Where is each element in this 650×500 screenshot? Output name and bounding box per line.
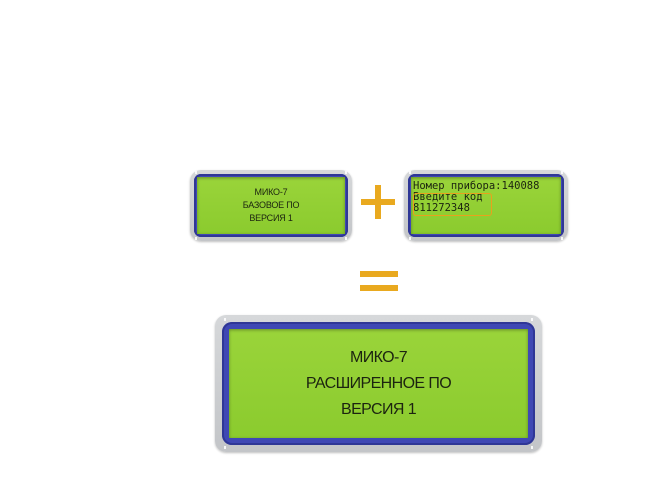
pin-dot: [409, 237, 411, 240]
pin-dot: [409, 171, 411, 174]
pin-dot: [531, 318, 533, 321]
code-prompt: Введите код: [413, 191, 483, 203]
lcd-code-entry: Номер прибора:140088 Введите код 8112723…: [404, 170, 568, 241]
lcd-line-version: ВЕРСИЯ 1: [341, 400, 417, 418]
pin-dot: [345, 237, 347, 240]
lcd-extended-firmware: МИКО-7 РАСШИРЕННОЕ ПО ВЕРСИЯ 1: [215, 315, 542, 452]
lcd-screen: МИКО-7 БАЗОВОЕ ПО ВЕРСИЯ 1: [197, 177, 345, 234]
pin-dot: [531, 446, 533, 449]
lcd-line-model: МИКО-7: [349, 348, 408, 366]
activation-code: 811272348: [413, 202, 470, 214]
device-number-line: Номер прибора:140088: [413, 180, 540, 192]
pin-dot: [224, 446, 226, 449]
plus-icon: [361, 185, 395, 219]
equals-icon: [360, 271, 398, 295]
lcd-line-firmware: БАЗОВОЕ ПО: [242, 200, 300, 210]
code-highlight-box: [413, 193, 492, 216]
pin-dot: [345, 171, 347, 174]
lcd-line-firmware: РАСШИРЕННОЕ ПО: [305, 374, 452, 392]
lcd-line-model: МИКО-7: [254, 187, 288, 197]
lcd-line-version: ВЕРСИЯ 1: [249, 213, 293, 223]
pin-dot: [561, 237, 563, 240]
lcd-screen: Номер прибора:140088 Введите код 8112723…: [411, 177, 561, 234]
pin-dot: [561, 171, 563, 174]
pin-dot: [195, 171, 197, 174]
pin-dot: [195, 237, 197, 240]
pin-dot: [224, 318, 226, 321]
lcd-basic-firmware: МИКО-7 БАЗОВОЕ ПО ВЕРСИЯ 1: [190, 170, 352, 241]
lcd-screen: МИКО-7 РАСШИРЕННОЕ ПО ВЕРСИЯ 1: [229, 329, 528, 438]
